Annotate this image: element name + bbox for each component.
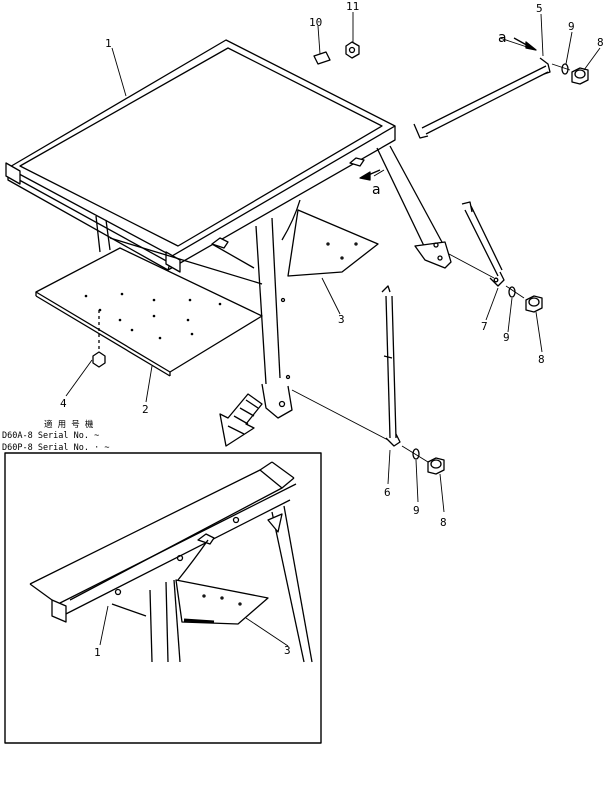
inset-leaders <box>99 605 289 647</box>
view-arrow-a-side <box>359 169 381 181</box>
inset-canopy <box>29 461 297 623</box>
callout-2: 2 <box>142 403 149 416</box>
callout-3: 3 <box>338 313 345 326</box>
view-direction-arrow <box>219 393 263 447</box>
view-arrow-a-top <box>513 37 537 51</box>
canopy-roof <box>5 39 396 273</box>
plate-part-3 <box>287 209 379 277</box>
bolt-part-8-bottom <box>427 457 445 475</box>
bolt-part-8-top <box>571 67 589 85</box>
washer-part-9-bottom <box>412 448 420 460</box>
front-post-left <box>95 215 111 253</box>
clip-part-10 <box>313 51 331 65</box>
roof-brace <box>109 199 301 285</box>
callout-9-top: 9 <box>568 20 575 33</box>
callout-1: 1 <box>105 37 112 50</box>
callout-8-bottom: 8 <box>440 516 447 529</box>
bolt-part-8-middle <box>525 295 543 313</box>
callout-8-middle: 8 <box>538 353 545 366</box>
callout-11: 11 <box>346 0 359 13</box>
callout-9-middle: 9 <box>503 331 510 344</box>
stay-part-7 <box>461 201 505 287</box>
applicability-row-2: D60P-8 Serial No. · ~ <box>2 443 109 453</box>
stay-part-6 <box>381 285 401 447</box>
callout-4: 4 <box>60 397 67 410</box>
view-letter-a-side: a <box>372 182 381 198</box>
callout-9-bottom: 9 <box>413 504 420 517</box>
inset-post <box>111 505 313 663</box>
rod-part-5 <box>413 57 551 139</box>
inset-callout-1: 1 <box>94 646 101 659</box>
inset-frame <box>4 452 322 744</box>
callout-8-top: 8 <box>597 36 604 49</box>
callout-6: 6 <box>384 486 391 499</box>
nut-part-4 <box>92 310 106 368</box>
inset-callout-3: 3 <box>284 644 291 657</box>
inset-plate-part-3 <box>175 579 269 625</box>
applicability-row-1: D60A-8 Serial No. ~ <box>2 431 99 441</box>
nut-part-11 <box>345 41 360 59</box>
applicability-heading: 適 用 号 機 <box>44 419 94 430</box>
applicability-note: 適 用 号 機 D60A-8 Serial No. ~ D60P-8 Seria… <box>2 419 109 453</box>
front-post-right <box>255 217 293 419</box>
rear-leg <box>376 145 452 269</box>
callout-labels: 1 10 11 5 9 8 3 2 4 7 9 8 6 9 8 1 3 a a <box>60 0 604 659</box>
callout-10: 10 <box>309 16 322 29</box>
floor-panel-part-2 <box>35 247 263 377</box>
leader-lines <box>65 12 601 513</box>
callout-5: 5 <box>536 2 543 15</box>
view-letter-a-top: a <box>498 30 507 46</box>
callout-7: 7 <box>481 320 488 333</box>
